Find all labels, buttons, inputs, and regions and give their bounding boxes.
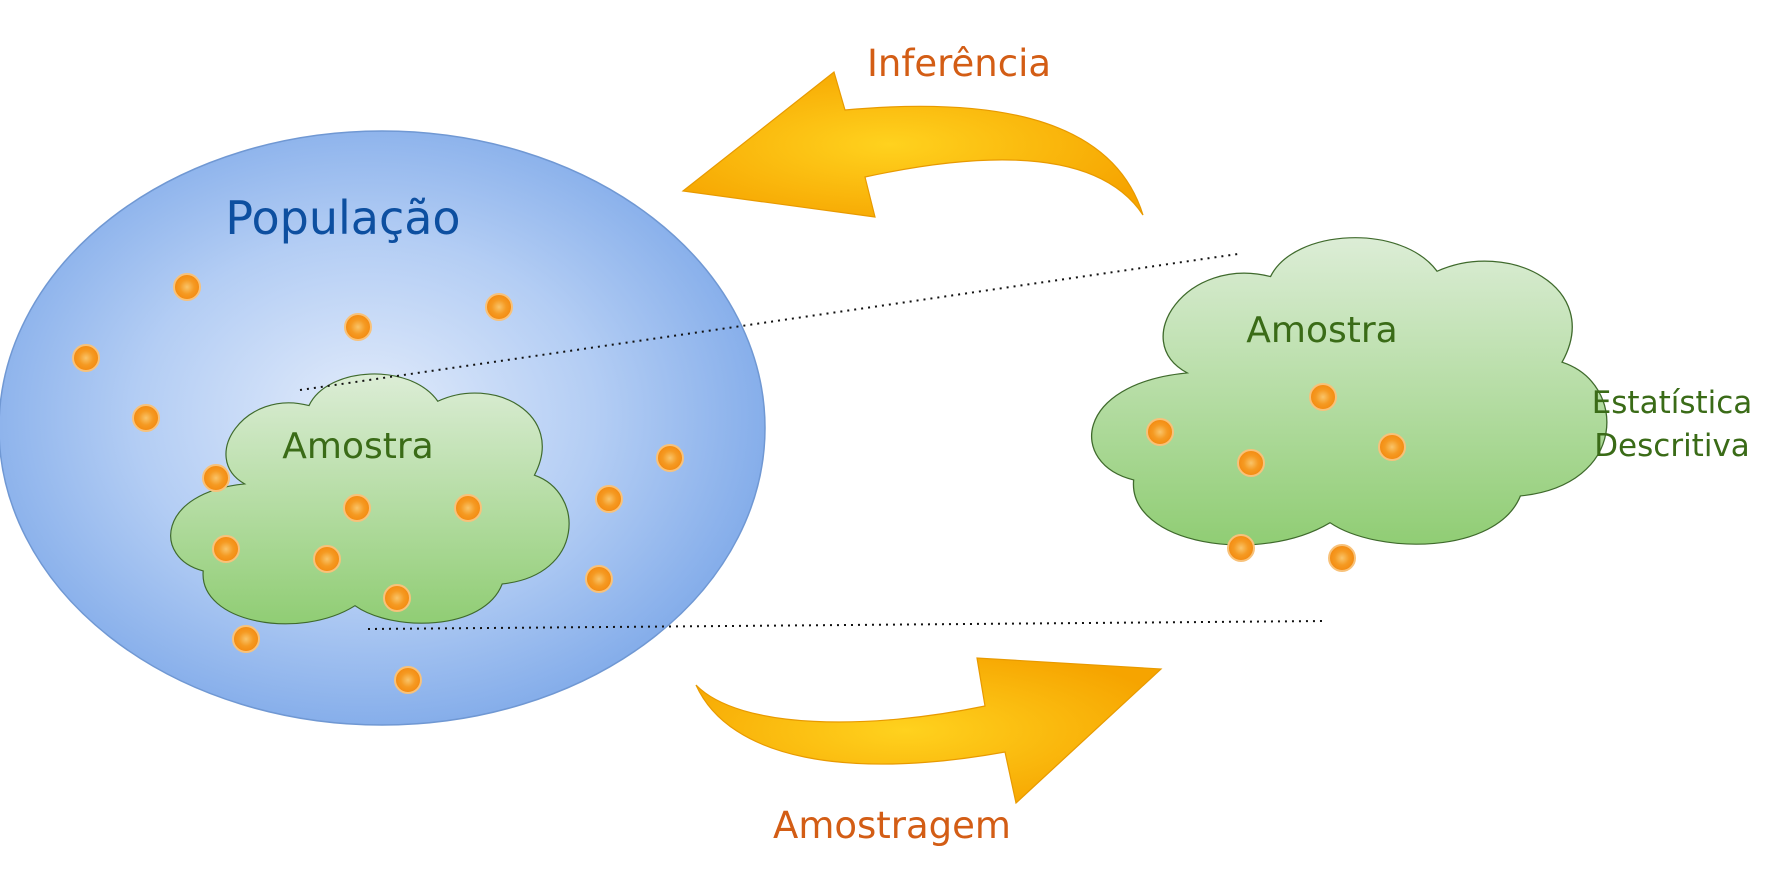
inner-sample-dots: [202, 464, 482, 612]
population-dot: [585, 565, 613, 593]
outer-sample-dots: [1146, 383, 1406, 572]
sample-dot: [1237, 449, 1265, 477]
population-dots: [72, 273, 684, 694]
outer-sample-label: Amostra: [1246, 310, 1397, 351]
population-dot: [232, 625, 260, 653]
sample-dot: [212, 535, 240, 563]
outer-sample-cloud: [1090, 237, 1608, 546]
sampling-arrow: [695, 657, 1163, 805]
sampling-label: Amostragem: [773, 804, 1011, 847]
population-dot: [595, 485, 623, 513]
sample-dot: [454, 494, 482, 522]
sample-dot: [383, 584, 411, 612]
sample-dot: [1227, 534, 1255, 562]
population-dot: [132, 404, 160, 432]
inner-sample-label: Amostra: [282, 426, 433, 467]
sample-dot: [343, 494, 371, 522]
inner-sample-cloud: [170, 373, 570, 625]
population-dot: [485, 293, 513, 321]
sample-dot: [313, 545, 341, 573]
sample-dot: [1309, 383, 1337, 411]
sample-dot: [1378, 433, 1406, 461]
population-dot: [656, 444, 684, 472]
population-dot: [173, 273, 201, 301]
descriptive-stats-label-line2: Descritiva: [1594, 428, 1750, 464]
population-dot: [394, 666, 422, 694]
inference-arrow: [681, 70, 1144, 218]
inference-label: Inferência: [867, 42, 1051, 85]
descriptive-stats-label-line1: Estatística: [1592, 385, 1753, 421]
sample-dot: [1328, 544, 1356, 572]
population-label: População: [225, 191, 460, 245]
population-dot: [344, 313, 372, 341]
sample-dot: [202, 464, 230, 492]
sample-dot: [1146, 418, 1174, 446]
population-dot: [72, 344, 100, 372]
